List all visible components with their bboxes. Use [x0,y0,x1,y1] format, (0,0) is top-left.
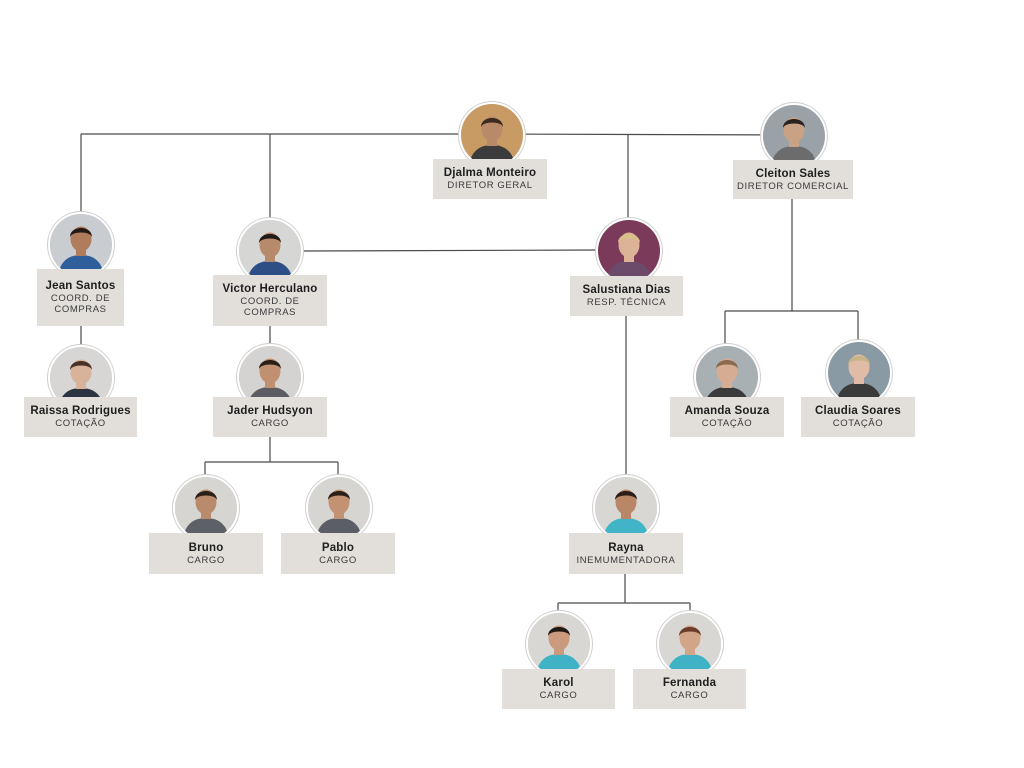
person-name: Jader Hudsyon [227,405,313,417]
person-name: Raissa Rodrigues [30,405,131,417]
avatar-photo [459,102,525,168]
label-box: Karol CARGO [502,669,615,709]
person-role: DIRETOR GERAL [447,180,533,191]
person-name: Karol [543,677,574,689]
person-role: CARGO [539,690,578,701]
person-name: Fernanda [662,677,717,689]
label-box: Victor Herculano COORD. DE COMPRAS [213,275,327,326]
label-box: Claudia Soares COTAÇÃO [801,397,915,437]
avatar-photo [826,340,892,406]
person-role: INEMUMENTADORA [576,554,676,566]
person-name: Bruno [188,541,224,554]
avatar-photo [526,611,592,677]
person-role: CARGO [187,554,225,566]
label-box: Bruno CARGO [149,533,263,574]
person-role: COTAÇÃO [701,418,753,429]
label-box: Pablo CARGO [281,533,395,574]
person-role: CARGO [670,690,709,701]
label-box: Amanda Souza COTAÇÃO [670,397,784,437]
avatar-photo [306,475,372,541]
person-name: Claudia Soares [815,405,901,417]
person-name: Salustiana Dias [582,284,671,296]
person-role: RESP. TÉCNICA [586,297,667,308]
person-name: Pablo [321,541,355,554]
label-box: Jader Hudsyon CARGO [213,397,327,437]
label-box: Rayna INEMUMENTADORA [569,533,683,574]
person-role: COTAÇÃO [832,418,884,429]
person-name: Jean Santos [45,280,116,292]
label-box: Djalma Monteiro DIRETOR GERAL [433,159,547,199]
label-box: Fernanda CARGO [633,669,746,709]
label-box: Jean Santos COORD. DE COMPRAS [37,269,124,326]
avatar-photo [48,212,114,278]
label-box: Raissa Rodrigues COTAÇÃO [24,397,137,437]
person-name: Amanda Souza [684,405,770,417]
avatar-photo [657,611,723,677]
avatar-photo [237,218,303,284]
label-box: Cleiton Sales DIRETOR COMERCIAL [733,160,853,199]
person-role: COTAÇÃO [55,418,106,429]
person-role: CARGO [251,418,289,429]
person-name: Victor Herculano [222,283,318,295]
avatar-photo [173,475,239,541]
avatar-photo [596,218,662,284]
person-name: Rayna [608,541,644,554]
person-name: Djalma Monteiro [443,167,537,179]
label-box: Salustiana Dias RESP. TÉCNICA [570,276,683,316]
person-role: DIRETOR COMERCIAL [737,180,849,192]
avatar-photo [593,475,659,541]
person-name: Cleiton Sales [755,167,831,180]
person-role: CARGO [319,554,357,566]
person-role: COORD. DE COMPRAS [240,296,300,318]
person-role: COORD. DE COMPRAS [50,293,111,315]
